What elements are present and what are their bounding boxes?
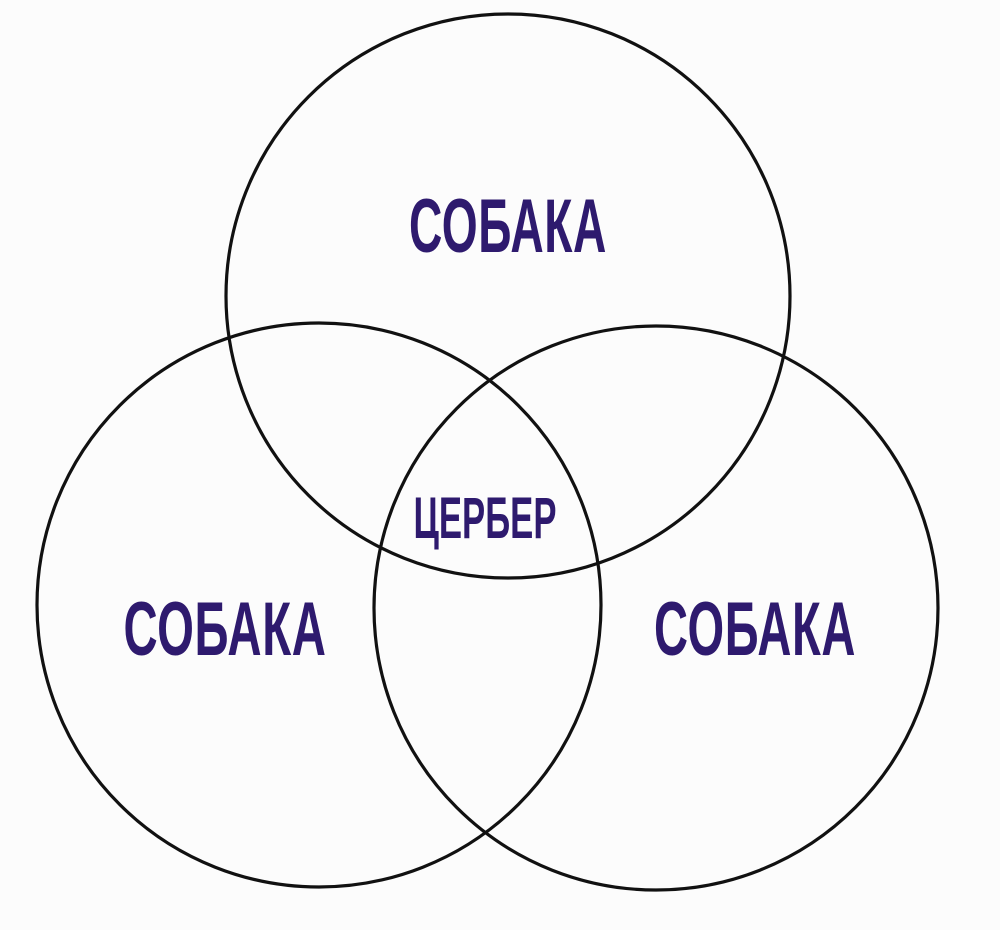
circle-top bbox=[224, 12, 792, 580]
label-left-circle: СОБАКА bbox=[124, 587, 327, 672]
label-intersection: ЦЕРБЕР bbox=[414, 486, 557, 551]
label-top-circle: СОБАКА bbox=[409, 184, 607, 269]
circle-left bbox=[35, 321, 603, 889]
label-right-circle: СОБАКА bbox=[654, 587, 856, 672]
circle-right bbox=[372, 324, 940, 892]
